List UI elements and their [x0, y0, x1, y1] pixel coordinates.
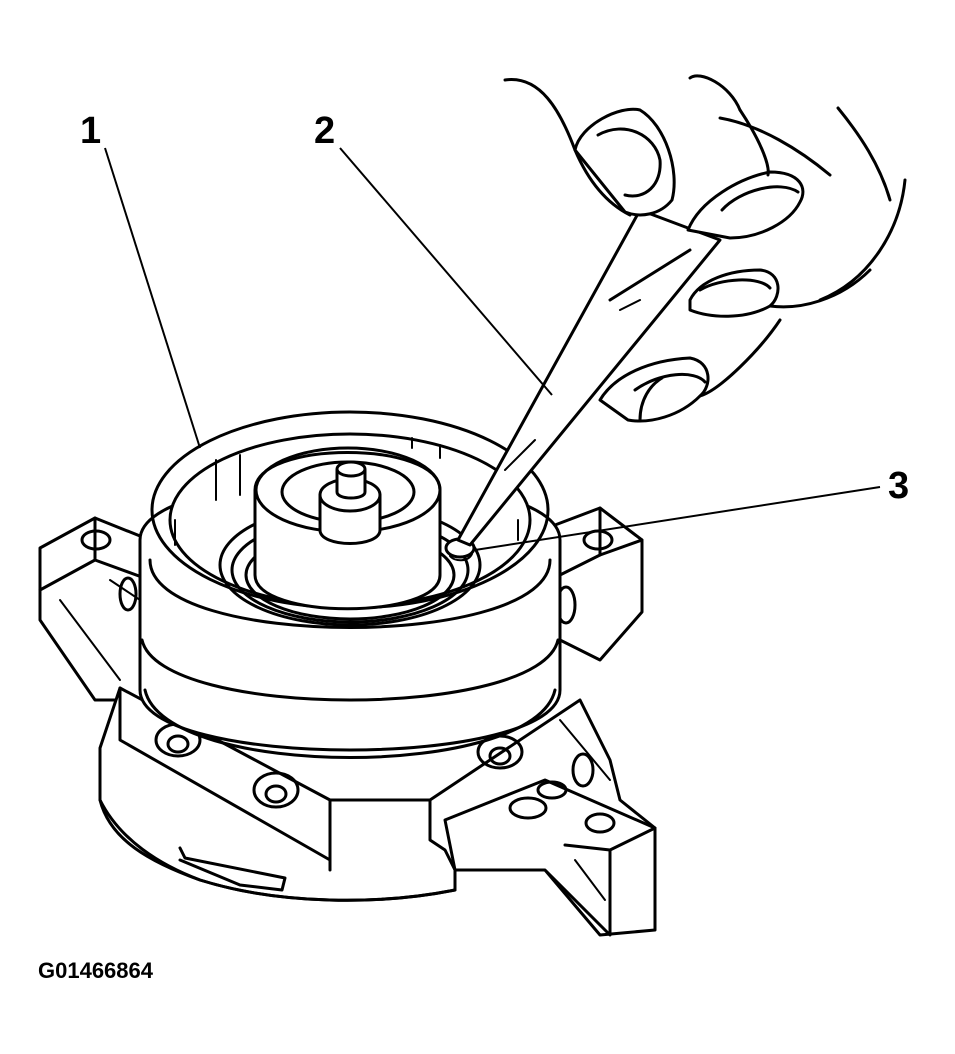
figure-id: G01466864 — [38, 958, 154, 983]
callout-leaders — [104, 147, 881, 551]
callout-2: 2 — [314, 110, 335, 152]
callout-1: 1 — [80, 110, 101, 152]
callout-3: 3 — [888, 465, 909, 507]
housing — [138, 410, 562, 759]
leader-2 — [339, 147, 553, 396]
leader-1 — [104, 147, 201, 449]
leader-3 — [474, 486, 881, 551]
mounting-flange — [38, 506, 657, 937]
hand-with-pick — [456, 74, 907, 547]
